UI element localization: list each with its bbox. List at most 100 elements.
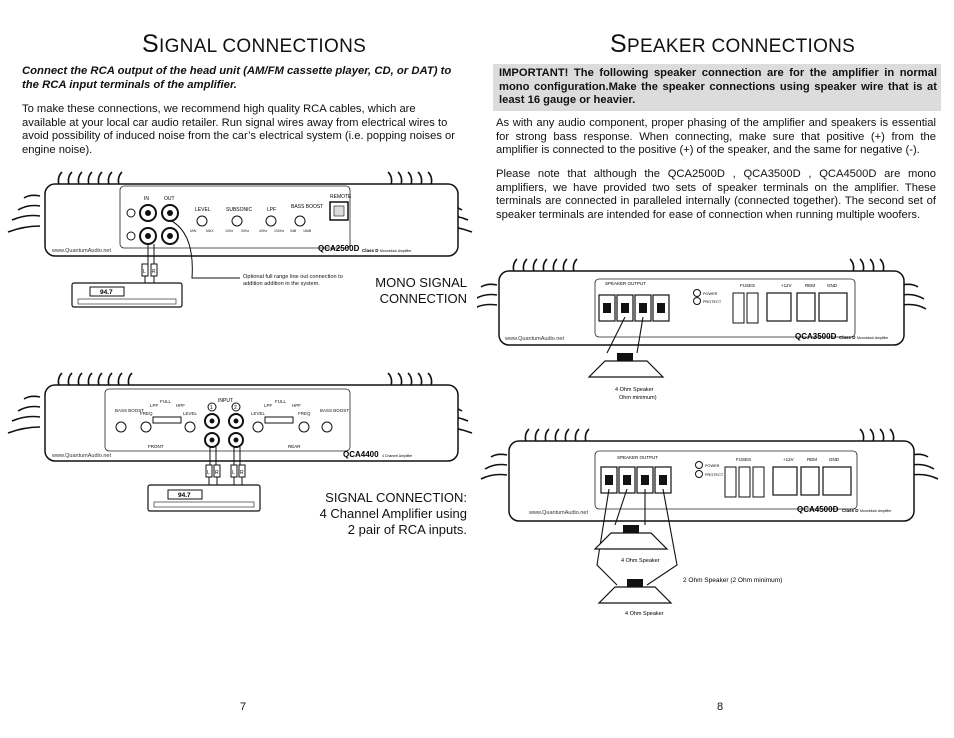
parallel-terminals-paragraph: Please note that although the QCA2500D ,… bbox=[496, 168, 936, 221]
svg-text:1: 1 bbox=[210, 405, 213, 411]
rca-paragraph: To make these connections, we recommend … bbox=[22, 103, 456, 156]
svg-text:4 Channel Amplifier: 4 Channel Amplifier bbox=[382, 454, 413, 458]
svg-text:30Hz: 30Hz bbox=[241, 229, 249, 233]
svg-text:0dB: 0dB bbox=[290, 229, 297, 233]
svg-text:REM: REM bbox=[807, 457, 817, 462]
svg-text:100Hz: 100Hz bbox=[274, 229, 284, 233]
fuses bbox=[732, 292, 759, 324]
svg-text:Class D: Class D bbox=[842, 508, 859, 513]
svg-text:MIN: MIN bbox=[190, 229, 197, 233]
svg-text:FUSES: FUSES bbox=[736, 457, 751, 462]
qca4500d-diagram: SPEAKER OUTPUT POWER PROTECT FUSES +12V … bbox=[480, 428, 939, 617]
svg-text:Class D: Class D bbox=[362, 248, 379, 253]
speaker-top-label: 4 Ohm Speaker bbox=[621, 558, 660, 564]
svg-text:Monoblock Amplifier: Monoblock Amplifier bbox=[380, 249, 412, 253]
important-notice: IMPORTANT! The following speaker connect… bbox=[493, 64, 941, 111]
speaker-output-label: SPEAKER OUTPUT bbox=[605, 281, 646, 286]
svg-text:HPF: HPF bbox=[176, 403, 185, 408]
speaker-icon bbox=[587, 353, 665, 378]
svg-text:FULL: FULL bbox=[275, 399, 287, 404]
svg-text:www.QuantumAudio.net: www.QuantumAudio.net bbox=[528, 510, 588, 516]
bass-boost-label: BASS BOOST bbox=[291, 204, 323, 210]
power-terminals bbox=[766, 292, 848, 322]
remote-label: REMOTE bbox=[330, 194, 352, 200]
page-7: SIGNAL CONNECTIONS Connect the RCA outpu… bbox=[7, 30, 473, 713]
svg-text:LPF: LPF bbox=[150, 403, 159, 408]
speaker-label: 4 Ohm Speaker bbox=[615, 387, 654, 393]
front-label: FRONT bbox=[148, 444, 164, 449]
svg-text:Monoblock Amplifier: Monoblock Amplifier bbox=[857, 336, 889, 340]
svg-text:QCA3500D: QCA3500D bbox=[795, 332, 837, 341]
amp-body bbox=[44, 183, 459, 257]
lpf-label: LPF bbox=[267, 207, 276, 213]
knobs bbox=[115, 416, 333, 433]
svg-text:PROTECT: PROTECT bbox=[705, 473, 724, 477]
combined-impedance-label: 2 Ohm Speaker (2 Ohm minimum) bbox=[683, 577, 782, 584]
intro-text: Connect the RCA output of the head unit … bbox=[22, 65, 452, 91]
amp1-website: www.QuantumAudio.net bbox=[51, 248, 111, 254]
svg-text:GND: GND bbox=[827, 283, 838, 288]
speaker-bottom-label: 4 Ohm Speaker bbox=[625, 611, 664, 617]
svg-text:R: R bbox=[240, 470, 244, 476]
svg-text:MAX: MAX bbox=[206, 229, 214, 233]
qca2500d-diagram: IN OUT LEVEL SUBSONIC LPF BASS BOOST REM… bbox=[7, 171, 473, 308]
amp-body bbox=[44, 384, 459, 462]
svg-text:BASS BOOST: BASS BOOST bbox=[320, 408, 349, 413]
svg-text:18dB: 18dB bbox=[303, 229, 312, 233]
power-terminals bbox=[772, 466, 852, 496]
svg-text:www.QuantumAudio.net: www.QuantumAudio.net bbox=[504, 336, 564, 342]
svg-text:40Hz: 40Hz bbox=[259, 229, 267, 233]
svg-text:+12V: +12V bbox=[783, 457, 794, 462]
svg-text:L: L bbox=[232, 470, 235, 476]
svg-text:LEVEL: LEVEL bbox=[251, 411, 266, 416]
svg-text:FREQ: FREQ bbox=[140, 411, 153, 416]
svg-text:L: L bbox=[207, 470, 210, 476]
svg-text:SPEAKER OUTPUT: SPEAKER OUTPUT bbox=[617, 455, 658, 460]
svg-text:BASS BOOST: BASS BOOST bbox=[115, 408, 144, 413]
rca-jacks bbox=[204, 413, 244, 448]
svg-text:R: R bbox=[152, 269, 156, 275]
svg-text:GND: GND bbox=[829, 457, 840, 462]
input-label: INPUT bbox=[218, 398, 233, 404]
power-led-label: POWER bbox=[703, 292, 718, 296]
protect-led-label: PROTECT bbox=[703, 300, 722, 304]
svg-text:+12V: +12V bbox=[781, 283, 792, 288]
svg-text:L: L bbox=[143, 269, 146, 275]
svg-text:FULL: FULL bbox=[160, 399, 172, 404]
svg-text:2: 2 bbox=[234, 405, 237, 411]
svg-text:Class D: Class D bbox=[839, 335, 856, 340]
page-number-8: 8 bbox=[717, 701, 724, 713]
fuses-label: FUSES bbox=[740, 283, 755, 288]
amp2-model: QCA4400 bbox=[343, 450, 379, 459]
amp1-model: QCA2500D bbox=[318, 244, 360, 253]
rca-jacks bbox=[126, 204, 179, 245]
speaker-connections-title: SPEAKER CONNECTIONS bbox=[610, 30, 856, 58]
svg-text:LPF: LPF bbox=[264, 403, 273, 408]
amp2-website: www.QuantumAudio.net bbox=[51, 453, 111, 459]
svg-text:POWER: POWER bbox=[705, 464, 720, 468]
head-unit-display-2: 94.7 bbox=[178, 492, 191, 499]
svg-text:REM: REM bbox=[805, 283, 815, 288]
svg-text:Monoblock Amplifier: Monoblock Amplifier bbox=[860, 509, 892, 513]
head-unit bbox=[71, 282, 183, 308]
in-label: IN bbox=[144, 196, 149, 202]
svg-text:HPF: HPF bbox=[292, 403, 301, 408]
svg-text:10Hz: 10Hz bbox=[225, 229, 233, 233]
fuses bbox=[724, 466, 765, 498]
rear-label: REAR bbox=[288, 444, 301, 449]
svg-text:Ohm minimum): Ohm minimum) bbox=[619, 395, 657, 401]
level-label: LEVEL bbox=[195, 207, 211, 213]
knobs bbox=[196, 215, 306, 227]
phasing-paragraph: As with any audio component, proper phas… bbox=[496, 117, 936, 157]
speaker-top-icon bbox=[593, 525, 669, 550]
signal-connections-title: SIGNAL CONNECTIONS bbox=[142, 30, 367, 58]
page-8: SPEAKER CONNECTIONS IMPORTANT! The follo… bbox=[477, 0, 954, 738]
subsonic-label: SUBSONIC bbox=[226, 207, 253, 213]
svg-text:FREQ: FREQ bbox=[298, 411, 311, 416]
speaker-bottom-icon bbox=[597, 579, 673, 604]
svg-text:LEVEL: LEVEL bbox=[183, 411, 198, 416]
optional-line-out-note: Optional full range line out connection … bbox=[243, 274, 343, 287]
head-unit-2 bbox=[147, 484, 261, 512]
